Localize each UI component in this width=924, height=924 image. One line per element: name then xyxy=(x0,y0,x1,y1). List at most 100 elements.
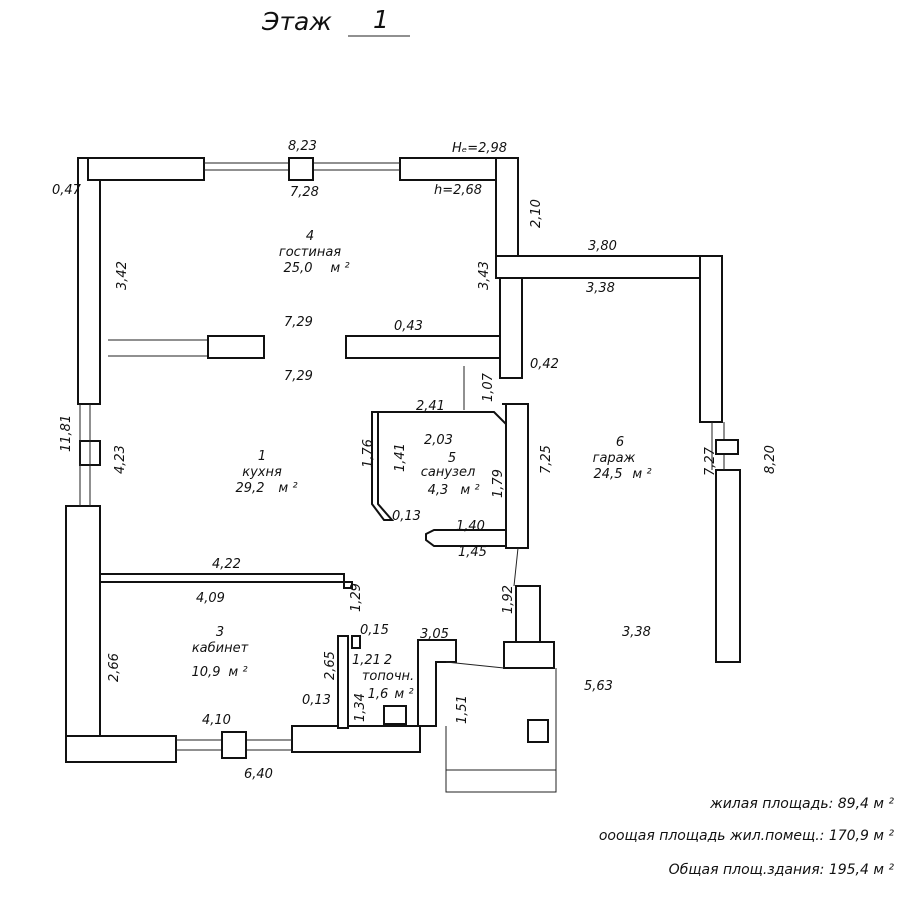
dim-label: 2,10 xyxy=(529,199,544,228)
room-number: 4 xyxy=(306,229,314,244)
room-bathroom: 5 санузел 4,3 м ² xyxy=(421,451,480,498)
dim-label: 1,07 xyxy=(481,372,496,402)
dim-label: 2,65 xyxy=(323,651,338,680)
cabinet-top-wall xyxy=(99,573,353,589)
dim-label: 4,23 xyxy=(113,445,128,474)
summary-value: 170,9 xyxy=(828,828,869,844)
dim-label: 1,92 xyxy=(501,585,516,614)
room-unit: м ² xyxy=(632,467,651,482)
dim-label: 3,80 xyxy=(588,239,617,254)
room-name: кухня xyxy=(242,465,282,480)
room-area: 29,2 xyxy=(236,481,265,496)
summary-building-area: Общая площ.здания: 195,4 м ² xyxy=(669,862,894,878)
dim-label: 8,23 xyxy=(288,139,317,154)
garage-top-wall xyxy=(495,255,723,279)
dimension-labels: 8,23 7,28 0,47 3,42 2,10 3,80 3,38 3,43 … xyxy=(52,139,778,782)
dim-label: 1,40 xyxy=(456,519,485,534)
partition-wall-right xyxy=(345,335,501,359)
bottom-wall-right xyxy=(291,725,421,753)
left-wall-upper xyxy=(77,157,101,405)
summary-unit: м ² xyxy=(873,796,894,812)
room-name: гостиная xyxy=(279,245,341,260)
room-name: кабинет xyxy=(192,641,249,656)
garage-window-pier xyxy=(715,439,739,455)
dim-label: 6,40 xyxy=(244,767,273,782)
summary-value: 195,4 xyxy=(828,862,869,878)
dim-label: 1,51 xyxy=(455,695,470,724)
floor-title: Этаж 1 xyxy=(261,5,410,37)
room-unit: м ² xyxy=(394,687,413,702)
summary-value: 89,4 xyxy=(837,796,869,812)
height-inner: h=2,68 xyxy=(434,183,482,198)
dim-label: 7,25 xyxy=(539,445,554,474)
chimney-base xyxy=(503,641,555,669)
dim-label: 1,34 xyxy=(353,693,368,722)
dim-label: 7,27 xyxy=(703,446,718,476)
height-outer: Hₑ=2,98 xyxy=(452,141,507,156)
dim-label: 8,20 xyxy=(763,445,778,474)
porch-outline xyxy=(445,661,557,793)
dim-label: 2,66 xyxy=(107,653,122,682)
dim-label: 1,79 xyxy=(491,469,506,498)
top-wall-pier xyxy=(288,157,314,181)
boiler-unit xyxy=(383,705,407,725)
dim-label: 2,41 xyxy=(416,399,445,414)
dim-label: 7,28 xyxy=(290,185,319,200)
bathroom-right-wall xyxy=(505,403,529,549)
summary-label: Общая площ.здания: xyxy=(668,862,825,878)
dim-label: 1,21 xyxy=(352,653,381,668)
room-number: 3 xyxy=(216,625,224,640)
dim-label: 4,22 xyxy=(212,557,241,572)
garage-right-wall-lower xyxy=(715,469,741,663)
summary-label: ооощая площадь жил.помещ.: xyxy=(598,828,825,844)
dim-label: 7,29 xyxy=(284,315,313,330)
room-name: санузел xyxy=(421,465,476,480)
dim-label: 1,45 xyxy=(458,545,487,560)
dim-label: 3,43 xyxy=(477,261,492,290)
bottom-wall-left xyxy=(65,735,177,763)
interior-walls xyxy=(99,335,557,793)
garage-door-hint xyxy=(513,547,519,587)
right-wall-upper xyxy=(495,157,519,257)
chimney-upper xyxy=(515,585,541,643)
dim-label: 5,63 xyxy=(584,679,613,694)
outer-walls xyxy=(65,157,523,763)
summary-label: жилая площадь: xyxy=(710,796,834,812)
dim-label: 3,38 xyxy=(586,281,615,296)
room-kitchen: 1 кухня 29,2 м ² xyxy=(236,449,298,496)
bathroom-left-wall xyxy=(371,411,395,521)
floor-title-label: Этаж xyxy=(261,7,332,36)
room-area: 24,5 xyxy=(594,467,623,482)
left-wall-lower xyxy=(65,505,101,763)
room-cabinet: 3 кабинет 10,9 м ² xyxy=(192,625,249,680)
room-number: 5 xyxy=(448,451,456,466)
room-living: 4 гостиная 25,0 м ² xyxy=(279,229,350,276)
dim-label: 0,43 xyxy=(394,319,423,334)
dim-label: 4,09 xyxy=(196,591,225,606)
bathroom-bottom-wall xyxy=(425,529,507,547)
room-unit: м ² xyxy=(278,481,297,496)
room-unit: м ² xyxy=(228,665,247,680)
floor-title-number: 1 xyxy=(373,5,389,34)
summary-unit: м ² xyxy=(873,828,894,844)
dim-label: 1,41 xyxy=(393,443,408,472)
room-unit: м ² xyxy=(460,483,479,498)
right-wall-mid xyxy=(499,277,523,379)
boiler-wall-right xyxy=(417,639,457,727)
boiler-wall-left xyxy=(337,635,349,729)
summary-unit: м ² xyxy=(873,862,894,878)
room-number: 2 xyxy=(384,653,392,668)
dim-label: 1,76 xyxy=(361,439,376,468)
dim-label: 7,29 xyxy=(284,369,313,384)
garage-right-wall-upper xyxy=(699,255,723,423)
summary-total-residential: ооощая площадь жил.помещ.: 170,9 м ² xyxy=(599,828,894,844)
room-number: 6 xyxy=(616,435,624,450)
garage-walls xyxy=(495,255,741,663)
dim-label: 3,38 xyxy=(622,625,651,640)
chimney-lower xyxy=(527,719,549,743)
partition-block xyxy=(207,335,265,359)
dim-label: 11,81 xyxy=(59,415,74,452)
room-unit: м ² xyxy=(330,261,349,276)
dim-label: 2,03 xyxy=(424,433,453,448)
